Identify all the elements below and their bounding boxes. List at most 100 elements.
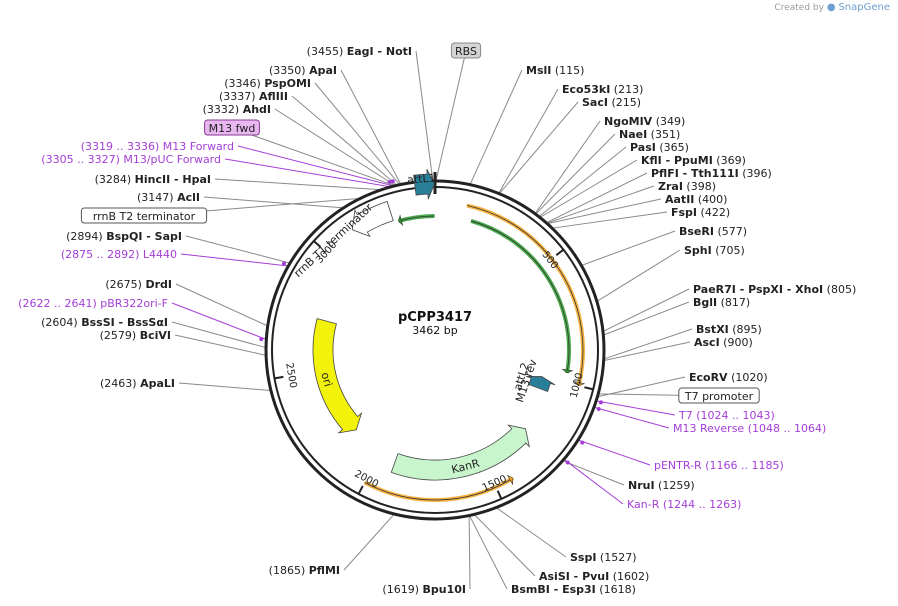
- primer-label: (2875 .. 2892) L4440: [61, 248, 177, 261]
- restriction-site-label: (1619) Bpu10I: [382, 583, 466, 596]
- restriction-site-label: NgoMIV (349): [604, 115, 685, 128]
- leader-line: [185, 235, 291, 264]
- leader-line: [180, 253, 289, 267]
- tick-label: 2000: [352, 469, 380, 491]
- feature-box: [450, 42, 482, 59]
- restriction-site-label: NruI (1259): [628, 479, 695, 492]
- restriction-site-label: EcoRV (1020): [689, 371, 768, 384]
- leader-line: [171, 302, 267, 340]
- leader-line: [469, 69, 523, 185]
- leader-line: [603, 328, 693, 360]
- leader-line: [596, 249, 681, 302]
- leader-line: [597, 376, 686, 398]
- annotation-arc-core: [364, 477, 514, 501]
- plasmid-center: pCPP3417 3462 bp: [398, 310, 472, 337]
- leader-line: [203, 196, 344, 209]
- tick-mark: [313, 240, 322, 248]
- leader-line: [435, 50, 467, 182]
- restriction-site-label: (3147) AclI: [137, 191, 200, 204]
- tick-label: 1000: [569, 372, 586, 399]
- primer-site-marker: [596, 406, 601, 411]
- leader-line: [174, 334, 267, 356]
- leader-line: [603, 301, 690, 336]
- primer-label: (2622 .. 2641) pBR322ori-F: [18, 297, 168, 310]
- leader-line: [498, 101, 579, 195]
- credit-brand: SnapGene: [838, 2, 890, 13]
- snapgene-logo-icon: ●: [826, 2, 836, 13]
- restriction-site-label: SspI (1527): [570, 551, 637, 564]
- feature-label: attL1: [407, 171, 436, 186]
- tick-label: 2500: [283, 362, 298, 389]
- feature-box-label: RBS: [455, 45, 477, 58]
- feature-box-label: M13 fwd: [209, 122, 256, 135]
- feature-rrnb-t1-terminator: [351, 201, 394, 238]
- restriction-site-label: ZraI (398): [658, 180, 716, 193]
- leader-line: [534, 120, 601, 215]
- primer-label: M13 Reverse (1048 .. 1064): [673, 422, 826, 435]
- outer-arcs: [363, 203, 586, 502]
- leader-line: [562, 460, 625, 486]
- leader-line: [498, 88, 559, 194]
- primer-label: T7 (1024 .. 1043): [678, 409, 775, 422]
- tick-mark: [274, 375, 284, 380]
- snapgene-credit: Created by ● SnapGene: [774, 2, 890, 13]
- site-labels: MslI (115)Eco53kI (213)SacI (215)NgoMIV …: [18, 42, 856, 596]
- restriction-site-label: BstXI (895): [696, 323, 762, 336]
- leader-line: [547, 198, 662, 225]
- restriction-site-label: BseRI (577): [679, 225, 747, 238]
- restriction-site-label: (2675) DrdI: [105, 278, 172, 291]
- leader-line: [602, 288, 690, 332]
- leader-line: [495, 507, 567, 558]
- restriction-site-label: NaeI (351): [619, 128, 680, 141]
- restriction-site-label: PflFI - Tth111I (396): [651, 167, 772, 180]
- leader-line: [563, 458, 624, 505]
- primer-site-marker: [281, 261, 286, 266]
- leader-line: [224, 158, 391, 188]
- annotation-arc: [470, 219, 571, 374]
- restriction-site-label: (3332) AhdI: [203, 103, 271, 116]
- annotation-arc-arrowhead: [506, 474, 514, 486]
- primer-site-marker: [390, 179, 395, 184]
- restriction-site-label: (1865) PflMI: [269, 564, 340, 577]
- restriction-site-label: SacI (215): [582, 96, 641, 109]
- leader-line: [538, 146, 627, 218]
- tick-mark: [555, 248, 565, 256]
- leader-line: [581, 230, 676, 266]
- feature-kanr: [390, 424, 530, 481]
- feature-box: [80, 207, 208, 224]
- leader-line: [178, 382, 271, 392]
- annotation-arc: [397, 214, 435, 223]
- primer-site-marker: [259, 337, 264, 342]
- primer-label: (3319 .. 3336) M13 Forward: [81, 140, 234, 153]
- feature-label: rrnB T1 terminator: [291, 200, 375, 279]
- leader-line: [593, 406, 670, 429]
- restriction-site-label: (3346) PspOMI: [224, 77, 311, 90]
- feature-box: [678, 387, 760, 404]
- leader-lines: [143, 50, 720, 590]
- leader-line: [340, 69, 402, 185]
- feature-box: [204, 119, 260, 136]
- restriction-site-label: BsmBI - Esp3I (1618): [511, 583, 636, 596]
- feature-label: ori: [318, 371, 334, 388]
- annotation-arc-core: [466, 205, 584, 386]
- leader-line: [343, 513, 395, 571]
- annotation-arc-arrowhead: [398, 214, 404, 227]
- primer-label: pENTR-R (1166 .. 1185): [654, 459, 784, 472]
- restriction-site-label: AatII (400): [665, 193, 727, 206]
- leader-line: [577, 439, 651, 466]
- primer-label: (3305 .. 3327) M13/pUC Forward: [41, 153, 221, 166]
- restriction-site-label: (3284) HincII - HpaI: [95, 173, 211, 186]
- plasmid-length: 3462 bp: [412, 324, 457, 337]
- restriction-site-label: AscI (900): [694, 336, 753, 349]
- restriction-site-label: (2579) BciVI: [100, 329, 171, 342]
- leader-line: [546, 172, 648, 224]
- restriction-site-label: PasI (365): [630, 141, 689, 154]
- leader-line: [171, 321, 267, 349]
- credit-prefix: Created by: [774, 3, 824, 13]
- leader-line: [415, 50, 434, 182]
- leader-line: [473, 514, 536, 577]
- restriction-site-label: (3337) AflIII: [219, 90, 288, 103]
- feature-box-label: T7 promoter: [684, 390, 754, 403]
- restriction-site-label: BglI (817): [693, 296, 750, 309]
